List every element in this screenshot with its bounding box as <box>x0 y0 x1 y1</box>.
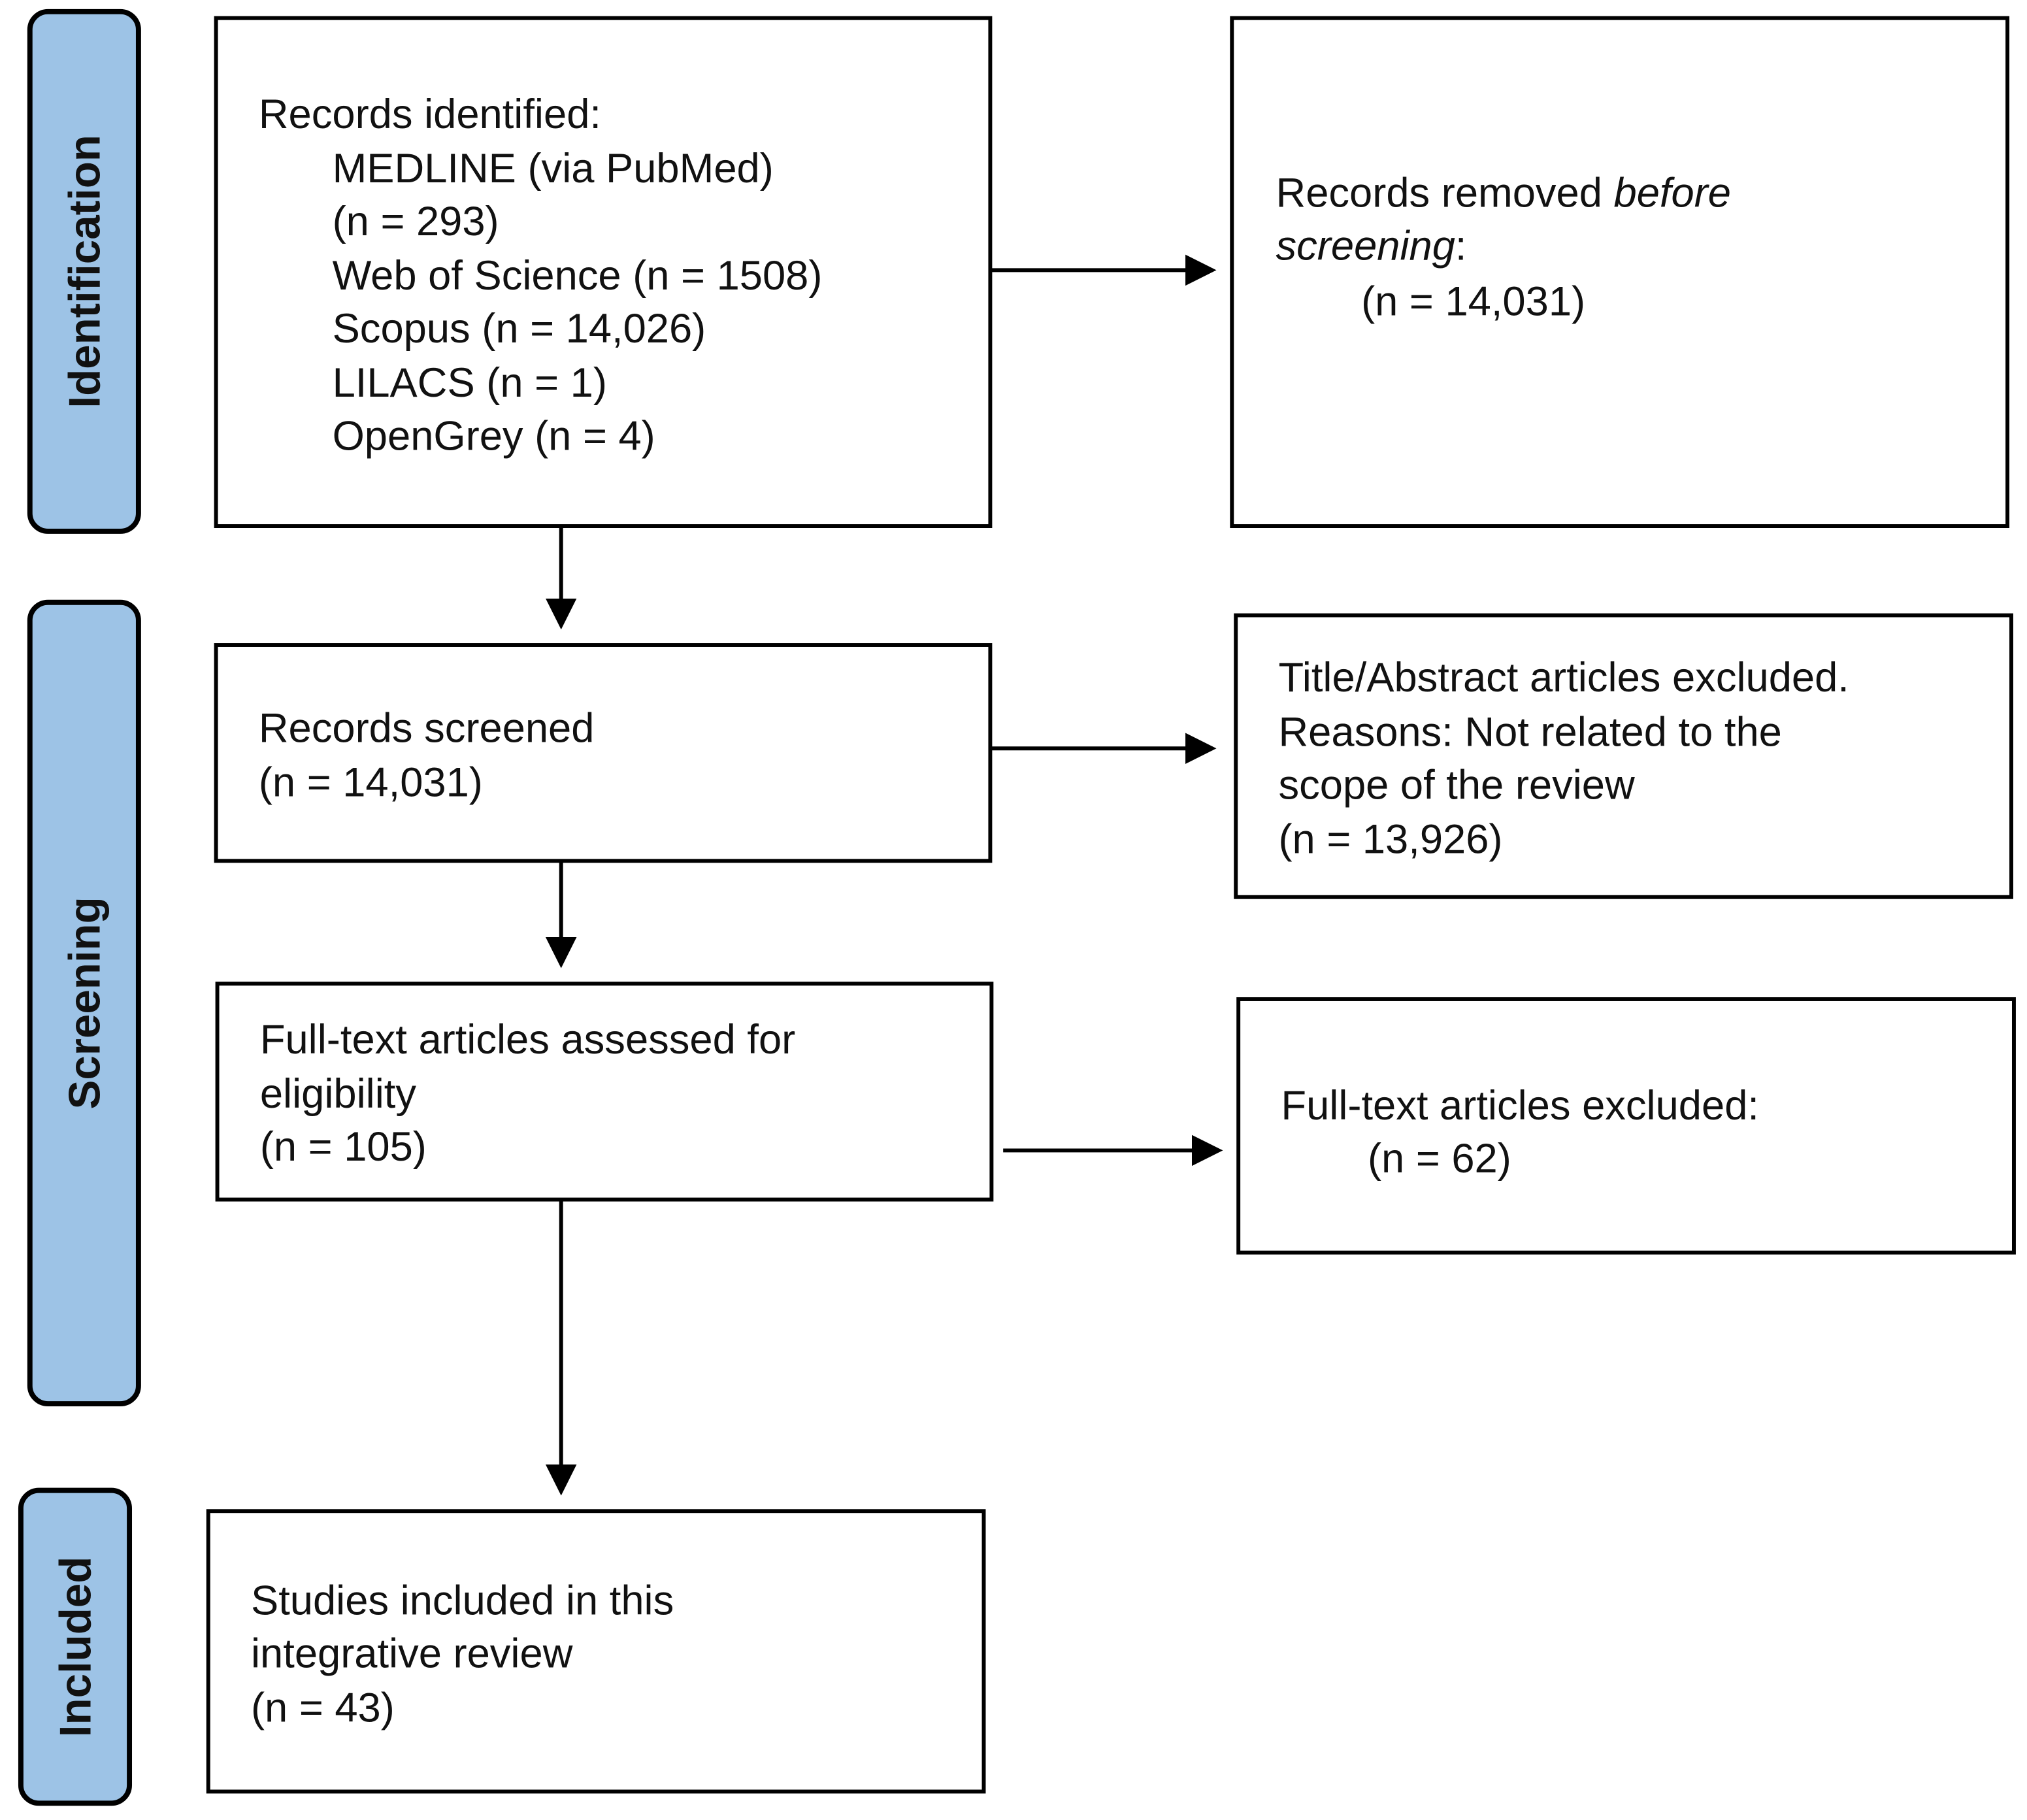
stage-identification-label: Identification <box>61 135 110 408</box>
box-fulltext-excluded: Full-text articles excluded: (n = 62) <box>1236 997 2016 1255</box>
box-fulltext-assessed: Full-text articles assessed for eligibil… <box>215 982 994 1202</box>
screened-label: Records screened <box>259 705 595 751</box>
ft-excluded-count: (n = 62) <box>1368 1136 1511 1182</box>
ta-excluded-line2: Reasons: Not related to the <box>1278 709 1781 755</box>
stage-screening: Screening <box>27 599 141 1407</box>
included-line2: integrative review <box>251 1631 573 1677</box>
included-line1: Studies included in this <box>251 1578 674 1624</box>
box-records-identified: Records identified: MEDLINE (via PubMed)… <box>214 16 993 529</box>
ta-excluded-line3: scope of the review <box>1278 762 1635 808</box>
source-wos: Web of Science (n = 1508) <box>333 253 823 299</box>
ta-excluded-count: (n = 13,926) <box>1278 816 1502 862</box>
source-medline: MEDLINE (via PubMed) <box>333 146 774 191</box>
included-count: (n = 43) <box>251 1685 395 1731</box>
ft-excluded-label: Full-text articles excluded: <box>1281 1083 1759 1129</box>
stage-included: Included <box>18 1487 133 1806</box>
source-scopus: Scopus (n = 14,026) <box>333 306 706 352</box>
removed-count: (n = 14,031) <box>1361 279 1585 325</box>
source-lilacs: LILACS (n = 1) <box>333 360 607 406</box>
box-records-screened: Records screened (n = 14,031) <box>214 643 993 863</box>
box-title-abstract-excluded: Title/Abstract articles excluded. Reason… <box>1234 613 2013 899</box>
box-studies-included: Studies included in this integrative rev… <box>206 1509 986 1794</box>
stage-screening-label: Screening <box>61 897 110 1109</box>
removed-line2: screening: <box>1276 223 1467 269</box>
source-opengrey: OpenGrey (n = 4) <box>333 413 655 459</box>
identified-title: Records identified: <box>259 91 601 137</box>
ta-excluded-line1: Title/Abstract articles excluded. <box>1278 655 1849 701</box>
removed-line1: Records removed before <box>1276 170 1731 216</box>
stage-included-label: Included <box>52 1557 101 1737</box>
screened-count: (n = 14,031) <box>259 759 483 805</box>
ft-assessed-line2: eligibility <box>260 1071 417 1117</box>
stage-identification: Identification <box>27 8 141 534</box>
box-records-removed: Records removed before screening: (n = 1… <box>1230 16 2010 529</box>
ft-assessed-count: (n = 105) <box>260 1124 427 1170</box>
source-medline-count: (n = 293) <box>333 199 499 244</box>
ft-assessed-line1: Full-text articles assessed for <box>260 1017 795 1063</box>
